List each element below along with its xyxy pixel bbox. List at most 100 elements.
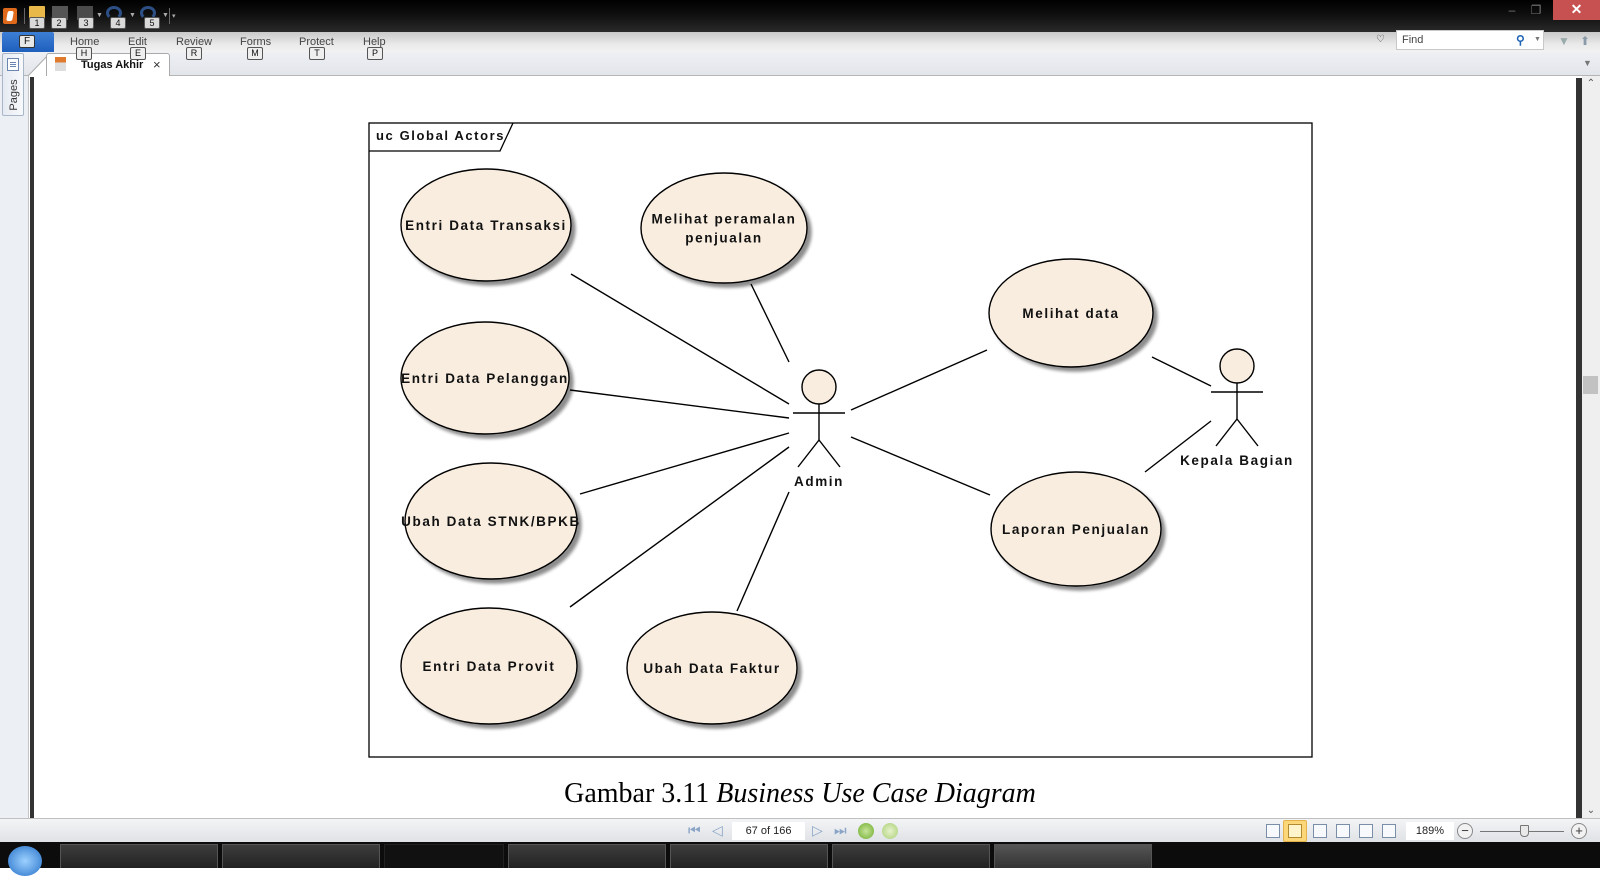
zoom-out-button[interactable]: −	[1457, 823, 1473, 839]
taskbar-item[interactable]	[670, 844, 828, 868]
use-case-ellipse	[626, 611, 798, 725]
maximize-button[interactable]: ❐	[1530, 3, 1542, 17]
actor-kepala: Kepala Bagian	[1180, 348, 1292, 468]
status-bar: ⏮ ◁ 67 of 166 ▷ ⏭ 189% − +	[0, 818, 1600, 842]
document-tab-row	[0, 52, 1600, 76]
actor-left-leg	[1215, 418, 1238, 447]
zoom-in-button[interactable]: +	[1571, 823, 1587, 839]
facing-view-icon[interactable]	[1313, 824, 1327, 838]
use-case-ellipse	[990, 471, 1162, 587]
pdf-file-icon	[55, 57, 66, 71]
tab-review-key: R	[186, 47, 202, 60]
customize-toolbar-icon[interactable]: ▾	[172, 13, 176, 20]
taskbar-item[interactable]	[60, 844, 218, 868]
use-case-label: Melihat data	[1022, 306, 1119, 321]
use-case-label: Ubah Data Faktur	[643, 661, 780, 676]
association-admin-uc3	[569, 389, 790, 419]
full-screen-icon[interactable]	[1359, 824, 1373, 838]
continuous-facing-view-icon[interactable]	[1336, 824, 1350, 838]
caption-prefix: Gambar 3.11	[564, 778, 717, 809]
page-number-field[interactable]: 67 of 166	[732, 822, 805, 840]
actor-head	[1219, 348, 1255, 384]
tab-help[interactable]: Help	[363, 36, 386, 48]
tab-list-dropdown-icon[interactable]: ▼	[1583, 58, 1592, 68]
use-case-uc7: Melihat data	[988, 258, 1154, 368]
previous-page-icon[interactable]: ◁	[712, 822, 723, 838]
document-tab-label: Tugas Akhir	[81, 59, 144, 71]
find-input[interactable]: Find ⚲ ▼	[1396, 30, 1544, 50]
open-folder-icon[interactable]	[29, 6, 45, 20]
print-dropdown-icon[interactable]: ▼	[96, 12, 103, 19]
use-case-label: Melihat peramalan	[652, 212, 797, 227]
tab-review[interactable]: Review	[176, 36, 213, 48]
app-logo-icon[interactable]	[3, 8, 17, 24]
frame-title-tab	[369, 122, 514, 152]
document-view[interactable]	[29, 76, 1575, 818]
taskbar-item[interactable]	[222, 844, 380, 868]
close-window-button[interactable]: ✕	[1553, 0, 1600, 20]
taskbar-item[interactable]	[508, 844, 666, 868]
search-icon[interactable]: ⚲	[1516, 33, 1525, 47]
single-page-view-icon[interactable]	[1266, 824, 1280, 838]
use-case-ellipse	[640, 172, 808, 284]
first-page-icon[interactable]: ⏮	[688, 822, 701, 838]
association-admin-uc1	[570, 273, 790, 405]
association-kepala-uc8	[1144, 420, 1212, 473]
close-tab-icon[interactable]: ×	[153, 57, 161, 72]
find-previous-icon[interactable]: ⬆	[1580, 34, 1591, 48]
redo-dropdown-icon[interactable]: ▼	[162, 12, 169, 19]
next-view-icon[interactable]	[882, 823, 898, 839]
use-case-ellipse	[404, 462, 578, 580]
redo-icon[interactable]	[140, 6, 156, 20]
zoom-slider-thumb[interactable]	[1520, 825, 1530, 837]
find-next-icon[interactable]: ▼	[1558, 34, 1570, 48]
tab-home[interactable]: Home	[70, 36, 100, 48]
scroll-thumb[interactable]	[1583, 376, 1598, 394]
association-admin-uc2	[750, 283, 790, 363]
actor-admin: Admin	[793, 369, 845, 489]
use-case-uc5: Entri Data Provit	[400, 607, 578, 725]
vertical-scrollbar[interactable]: ⌃ ⌄	[1582, 76, 1600, 818]
scroll-up-icon[interactable]: ⌃	[1586, 78, 1596, 89]
side-panel	[0, 76, 29, 834]
zoom-level-field[interactable]: 189%	[1406, 822, 1454, 840]
minimize-button[interactable]: –	[1508, 3, 1516, 17]
find-placeholder: Find	[1402, 34, 1424, 46]
frame-title: uc Global Actors	[376, 128, 505, 143]
scroll-down-icon[interactable]: ⌄	[1586, 805, 1596, 816]
tab-edit[interactable]: Edit	[128, 36, 147, 48]
print-icon[interactable]	[77, 6, 93, 20]
save-icon[interactable]	[52, 6, 68, 20]
undo-dropdown-icon[interactable]: ▼	[129, 12, 136, 19]
tab-protect-key: T	[309, 47, 325, 60]
association-admin-uc5	[569, 446, 790, 608]
find-options-chevron-icon[interactable]: ▼	[1534, 36, 1541, 43]
taskbar-item-active[interactable]	[994, 844, 1152, 868]
actor-label: Admin	[794, 474, 844, 489]
quick-access-key: 3	[78, 17, 94, 29]
last-page-icon[interactable]: ⏭	[834, 822, 847, 838]
caption-title: Business Use Case Diagram	[716, 778, 1036, 809]
taskbar-item[interactable]	[384, 844, 504, 868]
pages-icon	[7, 58, 19, 71]
use-case-label: Entri Data Provit	[423, 659, 556, 674]
undo-icon[interactable]	[106, 6, 122, 20]
use-case-label: Entri Data Pelanggan	[401, 371, 569, 386]
taskbar-item[interactable]	[832, 844, 990, 868]
use-case-ellipse	[400, 168, 572, 282]
use-case-ellipse	[400, 321, 570, 435]
tab-protect[interactable]: Protect	[299, 36, 334, 48]
next-page-icon[interactable]: ▷	[812, 822, 823, 838]
previous-view-icon[interactable]	[858, 823, 874, 839]
taskbar	[0, 842, 1600, 876]
tab-forms[interactable]: Forms	[240, 36, 272, 48]
presentation-view-icon[interactable]	[1382, 824, 1396, 838]
use-case-uc3: Entri Data Pelanggan	[400, 321, 570, 435]
association-admin-uc6	[736, 491, 790, 612]
start-button[interactable]	[8, 846, 42, 876]
pages-panel-tab[interactable]: Pages	[2, 53, 24, 116]
ribbon-collapse-icon[interactable]: ♡	[1376, 34, 1385, 45]
quick-access-key: 4	[110, 17, 126, 29]
association-admin-uc8	[850, 436, 991, 496]
